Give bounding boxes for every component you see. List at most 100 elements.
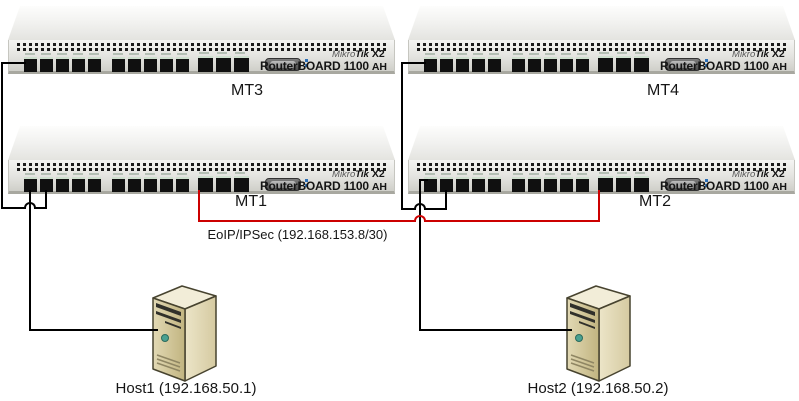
link-mt2-host2	[419, 179, 428, 181]
link-mt3-mt1	[36, 207, 47, 209]
x2-mark: X2	[371, 47, 385, 60]
model-text: RouterBOARD 1100	[659, 179, 769, 193]
ethernet-port	[440, 173, 453, 192]
ethernet-port	[560, 173, 573, 192]
console-port-icon	[265, 178, 301, 191]
link-mt3-mt1	[1, 62, 3, 209]
ethernet-port	[234, 52, 249, 72]
vent-grille	[417, 163, 786, 166]
led-indicator	[705, 59, 708, 62]
ethernet-port	[598, 52, 613, 72]
tunnel-link-mt1-mt2	[426, 220, 600, 222]
led-indicator	[305, 59, 308, 62]
mikrotik-wordmark: MikroTik	[332, 48, 369, 60]
router-mt3: MikroTik X2 RouterBOARD 1100 AH	[8, 6, 395, 74]
port-row	[24, 172, 308, 192]
link-mt4-mt2	[402, 62, 426, 64]
host-tower-icon	[152, 285, 217, 382]
ethernet-port	[24, 53, 37, 72]
ethernet-port	[24, 173, 37, 192]
link-mt3-mt1	[2, 207, 24, 209]
vent-grille	[17, 163, 386, 166]
mikrotik-logo: MikroTik X2 RouterBOARD 1100 AH	[259, 47, 387, 73]
ethernet-port	[512, 53, 525, 72]
host2-label: Host2 (192.168.50.2)	[527, 380, 669, 397]
link-mt2-host2	[419, 329, 572, 331]
ah-mark: AH	[371, 180, 387, 193]
x2-mark: X2	[771, 47, 785, 60]
vent-grille	[17, 168, 386, 171]
router-chassis-top	[8, 6, 395, 40]
ah-mark: AH	[371, 60, 387, 73]
vent-grille	[17, 48, 386, 51]
router-mt1: MikroTik X2 RouterBOARD 1100 AH	[8, 126, 395, 194]
vent-grille	[417, 48, 786, 51]
vent-grille	[417, 43, 786, 46]
ethernet-port	[598, 172, 613, 192]
router-mt2: MikroTik X2 RouterBOARD 1100 AH	[408, 126, 795, 194]
ethernet-port	[176, 53, 189, 72]
led-indicators	[705, 59, 708, 67]
ethernet-port	[72, 53, 85, 72]
ethernet-port	[424, 53, 437, 72]
host-tower-icon	[566, 285, 631, 382]
console-port-icon	[665, 178, 701, 191]
router-mt4: MikroTik X2 RouterBOARD 1100 AH	[408, 6, 795, 74]
ethernet-port	[128, 53, 141, 72]
ethernet-port	[40, 53, 53, 72]
host1-label: Host1 (192.168.50.1)	[115, 380, 257, 397]
ethernet-port	[456, 173, 469, 192]
ethernet-port	[544, 53, 557, 72]
ethernet-port	[198, 52, 213, 72]
mikrotik-wordmark: MikroTik	[732, 48, 769, 60]
led-indicator	[305, 179, 308, 182]
mikrotik-wordmark: MikroTik	[332, 168, 369, 180]
ethernet-port	[576, 173, 589, 192]
tunnel-label: EoIP/IPSec (192.168.153.8/30)	[207, 227, 388, 242]
led-indicators	[705, 179, 708, 187]
link-mt1-host1	[29, 329, 158, 331]
ethernet-port	[144, 53, 157, 72]
ethernet-port	[634, 52, 649, 72]
vent-grille	[17, 43, 386, 46]
ethernet-port	[528, 53, 541, 72]
console-port-icon	[265, 58, 301, 71]
mikrotik-wordmark: MikroTik	[732, 168, 769, 180]
link-mt4-mt2	[402, 208, 414, 210]
ethernet-port	[488, 173, 501, 192]
line-jump	[24, 202, 36, 209]
ethernet-port	[216, 172, 231, 192]
ethernet-port	[472, 53, 485, 72]
router-label-mt1: MT1	[235, 193, 267, 210]
link-mt4-mt2	[401, 62, 403, 210]
link-mt2-host2	[419, 179, 421, 331]
led-indicators	[305, 179, 308, 187]
x2-mark: X2	[371, 167, 385, 180]
ethernet-port	[216, 52, 231, 72]
model-text: RouterBOARD 1100	[259, 59, 369, 73]
model-text: RouterBOARD 1100	[659, 59, 769, 73]
ethernet-port	[544, 173, 557, 192]
led-indicator	[705, 64, 708, 67]
ethernet-port	[512, 173, 525, 192]
ethernet-port	[160, 53, 173, 72]
ethernet-port	[56, 173, 69, 192]
port-row	[424, 172, 708, 192]
ah-mark: AH	[771, 60, 787, 73]
ethernet-port	[72, 173, 85, 192]
led-indicator	[305, 64, 308, 67]
tunnel-link-mt1-mt2	[598, 190, 600, 222]
ethernet-port	[616, 52, 631, 72]
line-jump	[414, 215, 426, 222]
x2-mark: X2	[771, 167, 785, 180]
router-label-mt2: MT2	[639, 193, 671, 210]
ethernet-port	[234, 172, 249, 192]
led-indicator	[305, 184, 308, 187]
router-chassis-top	[8, 126, 395, 160]
router-label-mt4: MT4	[647, 82, 679, 99]
link-mt4-mt2	[426, 208, 447, 210]
ah-mark: AH	[771, 180, 787, 193]
tunnel-link-mt1-mt2	[198, 220, 414, 222]
ethernet-port	[528, 173, 541, 192]
link-mt4-mt2	[445, 190, 447, 210]
